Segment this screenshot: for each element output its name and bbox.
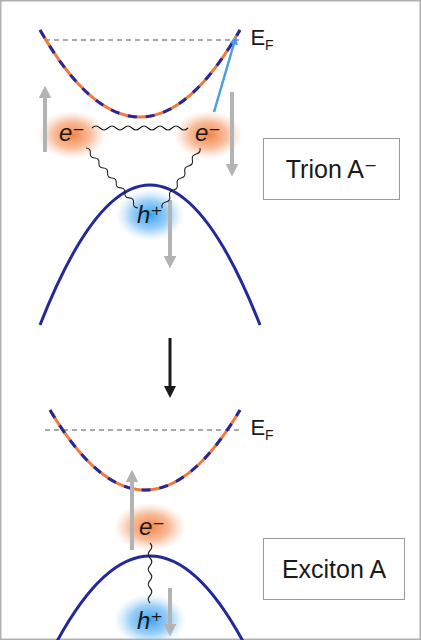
carrier-label: h⁺ bbox=[137, 202, 163, 228]
state-box: Trion A⁻ bbox=[263, 138, 400, 200]
valence-band bbox=[40, 185, 260, 325]
fermi-level bbox=[45, 429, 240, 430]
spin-arrow bbox=[168, 200, 172, 262]
interaction-line bbox=[148, 543, 152, 603]
spin-arrow bbox=[230, 92, 234, 170]
conduction-band bbox=[40, 30, 240, 117]
conduction-band bbox=[50, 410, 240, 490]
carrier-label: h⁺ bbox=[137, 608, 163, 634]
conduction-band bbox=[40, 30, 240, 117]
carrier-label: e⁻ bbox=[195, 120, 221, 146]
carrier-label: e⁻ bbox=[59, 120, 85, 146]
interaction-line bbox=[161, 147, 202, 209]
valence-band bbox=[55, 556, 245, 640]
electron-glow bbox=[38, 111, 106, 159]
fermi-level-label: EF bbox=[250, 26, 273, 53]
fermi-level bbox=[45, 39, 240, 40]
state-label: Trion A⁻ bbox=[286, 155, 377, 184]
carrier-label: e⁻ bbox=[139, 514, 165, 540]
spin-arrow bbox=[168, 588, 172, 630]
spin-arrow bbox=[43, 92, 47, 152]
conduction-band bbox=[50, 410, 240, 490]
interaction-line bbox=[92, 126, 188, 130]
state-label: Exciton A bbox=[282, 555, 386, 584]
excitation-arrow bbox=[214, 40, 235, 112]
transition-arrow bbox=[169, 338, 172, 392]
fermi-level-label: EF bbox=[250, 416, 273, 443]
state-box: Exciton A bbox=[263, 538, 405, 600]
hole-glow bbox=[114, 594, 186, 640]
spin-arrow bbox=[130, 476, 134, 550]
interaction-line bbox=[85, 147, 140, 209]
